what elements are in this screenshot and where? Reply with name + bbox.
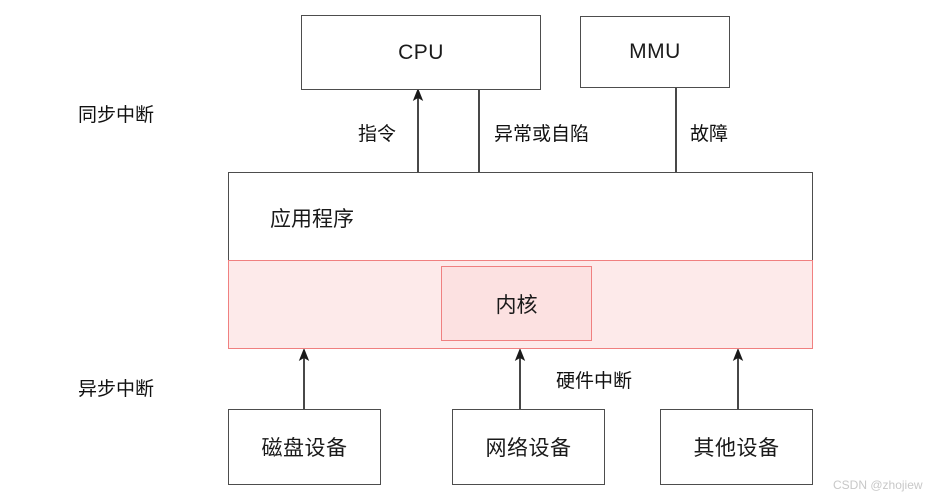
box-network-device[interactable]: 网络设备	[452, 409, 605, 485]
edge-label-instruction: 指令	[358, 124, 397, 145]
watermark: CSDN @zhojiew	[833, 478, 923, 492]
box-kernel[interactable]: 内核	[441, 266, 592, 341]
box-other-device-label: 其他设备	[693, 437, 780, 460]
edge-label-exception-or-trap: 异常或自陷	[494, 124, 590, 145]
box-disk-device-label: 磁盘设备	[261, 437, 348, 460]
box-mmu-label: MMU	[629, 40, 681, 63]
arrow-other-interrupt	[732, 348, 744, 409]
box-cpu-label: CPU	[398, 40, 444, 64]
application-label: 应用程序	[270, 208, 354, 231]
side-label-synchronous-interrupt: 同步中断	[78, 105, 155, 126]
arrow-instruction	[412, 88, 424, 172]
edge-label-fault: 故障	[690, 124, 729, 145]
box-cpu[interactable]: CPU	[301, 15, 541, 90]
box-kernel-label: 内核	[495, 293, 538, 317]
box-network-device-label: 网络设备	[485, 437, 572, 460]
arrow-network-interrupt	[514, 348, 526, 409]
side-label-asynchronous-interrupt: 异步中断	[78, 379, 155, 400]
box-disk-device[interactable]: 磁盘设备	[228, 409, 381, 485]
box-application[interactable]	[228, 172, 813, 261]
arrow-disk-interrupt	[298, 348, 310, 409]
box-mmu[interactable]: MMU	[580, 16, 730, 88]
box-other-device[interactable]: 其他设备	[660, 409, 813, 485]
edge-label-hardware-interrupt: 硬件中断	[556, 371, 633, 392]
